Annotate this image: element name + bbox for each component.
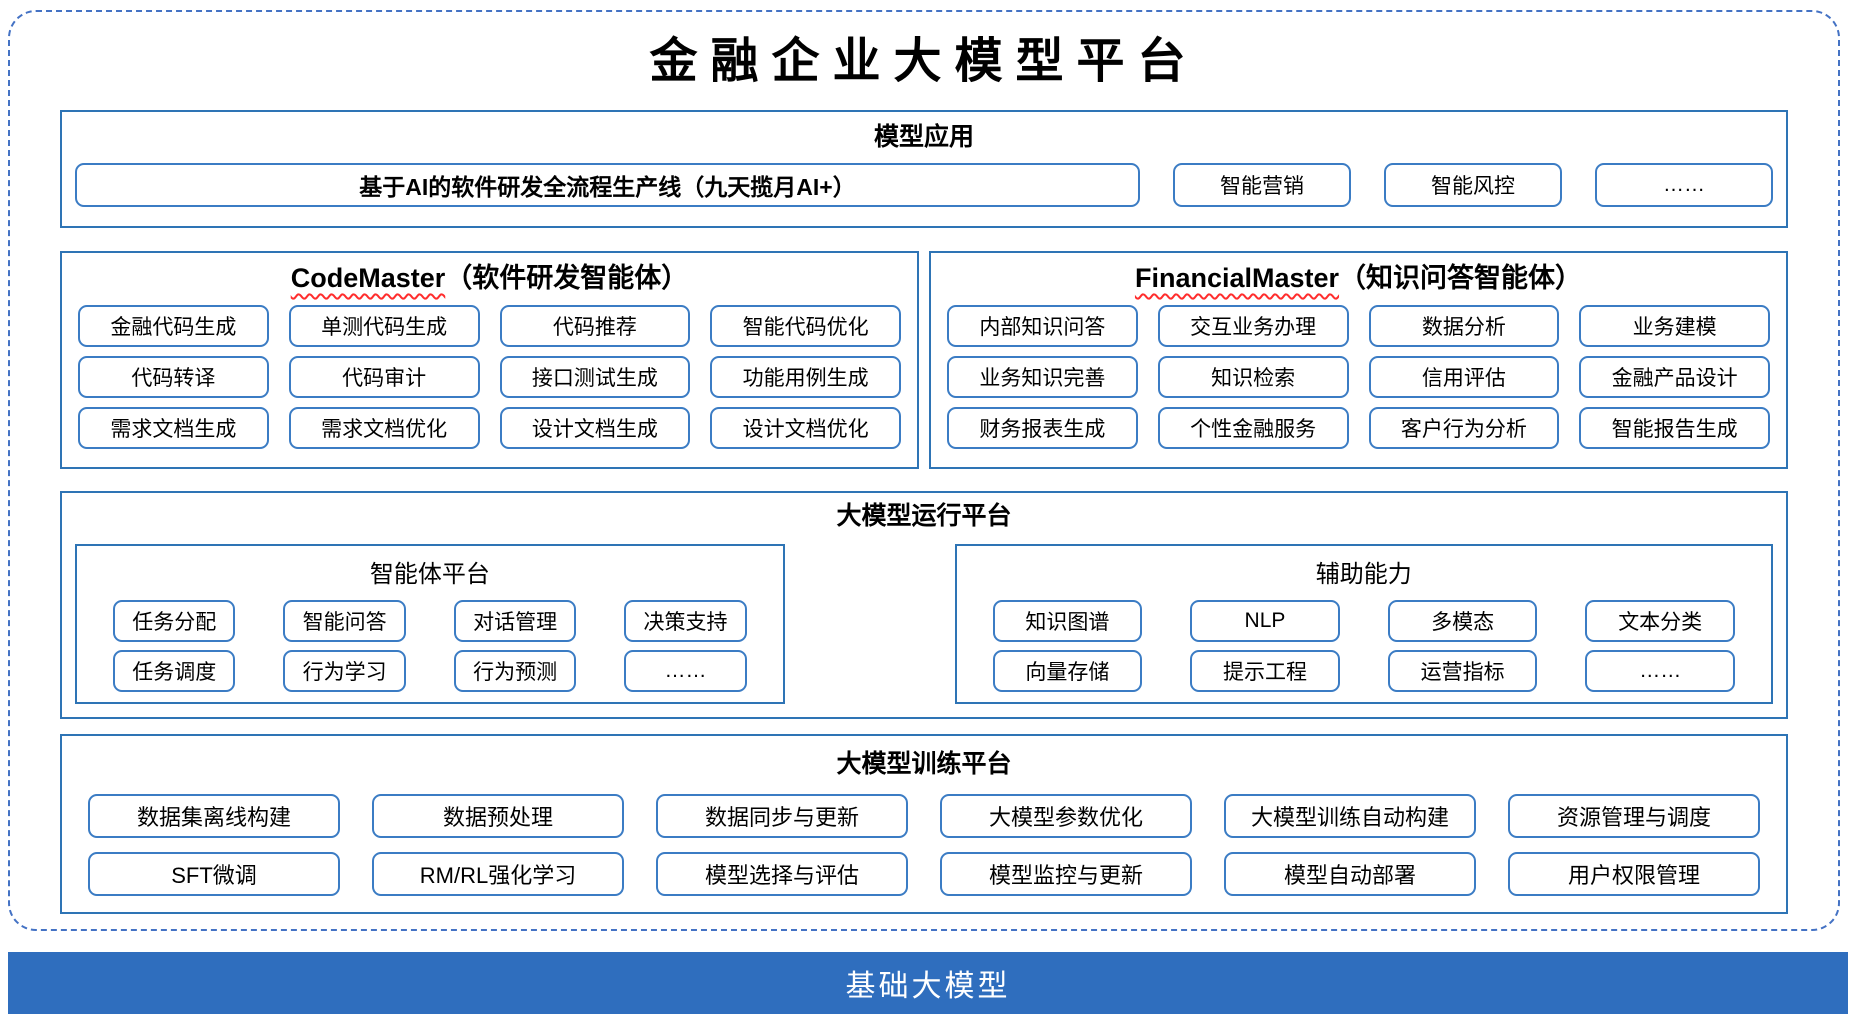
page-title: 金融企业大模型平台 xyxy=(649,35,1199,88)
node-smart-risk-control: 智能风控 xyxy=(1384,162,1562,207)
node-code-item: 设计文档生成 xyxy=(499,407,691,450)
node-training-item: 模型自动部署 xyxy=(1224,851,1476,896)
node-training-item: 数据预处理 xyxy=(372,793,624,838)
node-financial-item: 信用评估 xyxy=(1368,356,1560,399)
node-code-item: 智能代码优化 xyxy=(710,305,901,348)
node-financial-item: 金融产品设计 xyxy=(1579,356,1770,399)
node-code-item: 需求文档优化 xyxy=(288,407,480,450)
node-agent-item: …… xyxy=(624,649,747,692)
node-aux-item: NLP xyxy=(1190,599,1340,642)
node-training-item: 模型选择与评估 xyxy=(656,851,908,896)
section-header-training-platform: 大模型训练平台 xyxy=(836,750,1012,778)
node-financial-item: 内部知识问答 xyxy=(947,305,1138,348)
node-code-item: 功能用例生成 xyxy=(710,356,901,399)
section-header-runtime-platform: 大模型运行平台 xyxy=(836,502,1012,530)
node-training-item: 资源管理与调度 xyxy=(1508,793,1760,838)
node-training-item: 用户权限管理 xyxy=(1508,851,1760,896)
node-training-item: 大模型训练自动构建 xyxy=(1224,793,1476,838)
node-aux-item: 知识图谱 xyxy=(992,599,1143,642)
node-aux-item: 提示工程 xyxy=(1190,649,1340,692)
node-code-item: 需求文档生成 xyxy=(78,407,269,450)
node-financial-item: 业务建模 xyxy=(1579,305,1770,348)
node-financial-item: 交互业务办理 xyxy=(1157,305,1349,348)
node-agent-item: 智能问答 xyxy=(283,599,406,642)
section-model-applications: 模型应用 基于AI的软件研发全流程生产线（九天揽月AI+） 智能营销 智能风控 … xyxy=(60,110,1788,228)
node-training-item: SFT微调 xyxy=(88,851,340,896)
subsection-aux-capabilities: 辅助能力 知识图谱 NLP 多模态 文本分类 向量存储 提示工程 运营指标 …… xyxy=(954,543,1773,704)
node-agent-item: 行为预测 xyxy=(453,649,577,692)
node-code-item: 设计文档优化 xyxy=(710,407,901,450)
node-financial-item: 知识检索 xyxy=(1157,356,1349,399)
node-aux-item: 文本分类 xyxy=(1585,599,1735,642)
node-agent-item: 任务分配 xyxy=(113,599,236,642)
code-master-grid: 金融代码生成 单测代码生成 代码推荐 智能代码优化 代码转译 代码审计 接口测试… xyxy=(74,305,905,450)
section-header-model-applications: 模型应用 xyxy=(873,123,974,151)
section-training-platform: 大模型训练平台 数据集离线构建 数据预处理 数据同步与更新 大模型参数优化 大模… xyxy=(60,734,1788,914)
node-smart-marketing: 智能营销 xyxy=(1173,162,1351,207)
code-master-subtitle: （软件研发智能体） xyxy=(445,263,689,293)
node-training-item: 数据集离线构建 xyxy=(88,793,340,838)
node-financial-item: 财务报表生成 xyxy=(947,407,1138,450)
section-code-master: CodeMaster（软件研发智能体） 金融代码生成 单测代码生成 代码推荐 智… xyxy=(60,251,919,469)
section-financial-master: FinancialMaster（知识问答智能体） 内部知识问答 交互业务办理 数… xyxy=(929,251,1788,469)
node-financial-item: 智能报告生成 xyxy=(1579,407,1770,450)
node-financial-item: 客户行为分析 xyxy=(1368,407,1560,450)
section-header-code-master: CodeMaster（软件研发智能体） xyxy=(74,261,905,296)
node-aux-item: …… xyxy=(1585,649,1735,692)
node-agent-item: 决策支持 xyxy=(624,599,747,642)
base-model-bar: 基础大模型 xyxy=(8,952,1848,1014)
node-training-item: 大模型参数优化 xyxy=(940,793,1192,838)
node-agent-item: 任务调度 xyxy=(113,649,236,692)
runtime-sub-row: 智能体平台 任务分配 智能问答 对话管理 决策支持 任务调度 行为学习 行为预测… xyxy=(75,543,1773,704)
aux-capabilities-grid: 知识图谱 NLP 多模态 文本分类 向量存储 提示工程 运营指标 …… xyxy=(957,599,1771,692)
node-aux-item: 向量存储 xyxy=(992,649,1143,692)
node-agent-item: 行为学习 xyxy=(283,649,406,692)
node-training-item: 数据同步与更新 xyxy=(656,793,908,838)
agent-platform-grid: 任务分配 智能问答 对话管理 决策支持 任务调度 行为学习 行为预测 …… xyxy=(77,599,783,692)
node-code-item: 代码审计 xyxy=(288,356,480,399)
node-training-item: RM/RL强化学习 xyxy=(372,851,624,896)
model-app-row: 基于AI的软件研发全流程生产线（九天揽月AI+） 智能营销 智能风控 …… xyxy=(75,162,1773,207)
node-training-item: 模型监控与更新 xyxy=(940,851,1192,896)
financial-master-grid: 内部知识问答 交互业务办理 数据分析 业务建模 业务知识完善 知识检索 信用评估… xyxy=(943,305,1774,450)
subsection-header-agent-platform: 智能体平台 xyxy=(369,560,490,588)
financial-master-subtitle: （知识问答智能体） xyxy=(1339,263,1583,293)
node-financial-item: 业务知识完善 xyxy=(947,356,1138,399)
node-model-app-more: …… xyxy=(1595,162,1773,207)
node-code-item: 代码推荐 xyxy=(499,305,691,348)
node-financial-item: 个性金融服务 xyxy=(1157,407,1349,450)
node-aux-item: 多模态 xyxy=(1387,599,1538,642)
node-code-item: 单测代码生成 xyxy=(288,305,480,348)
node-code-item: 代码转译 xyxy=(78,356,269,399)
financial-master-name: FinancialMaster xyxy=(1134,263,1340,293)
subsection-agent-platform: 智能体平台 任务分配 智能问答 对话管理 决策支持 任务调度 行为学习 行为预测… xyxy=(75,543,785,704)
node-financial-item: 数据分析 xyxy=(1368,305,1560,348)
platform-dashed-frame: 金融企业大模型平台 模型应用 基于AI的软件研发全流程生产线（九天揽月AI+） … xyxy=(8,10,1840,931)
code-master-name: CodeMaster xyxy=(290,263,446,293)
node-code-item: 接口测试生成 xyxy=(499,356,691,399)
training-grid: 数据集离线构建 数据预处理 数据同步与更新 大模型参数优化 大模型训练自动构建 … xyxy=(88,793,1760,896)
node-ai-software-pipeline: 基于AI的软件研发全流程生产线（九天揽月AI+） xyxy=(75,162,1140,207)
node-agent-item: 对话管理 xyxy=(453,599,577,642)
node-code-item: 金融代码生成 xyxy=(78,305,269,348)
subsection-header-aux-capabilities: 辅助能力 xyxy=(1315,560,1412,588)
section-runtime-platform: 大模型运行平台 智能体平台 任务分配 智能问答 对话管理 决策支持 任务调度 行… xyxy=(60,491,1788,719)
node-aux-item: 运营指标 xyxy=(1387,649,1538,692)
section-header-financial-master: FinancialMaster（知识问答智能体） xyxy=(943,261,1774,296)
agents-row: CodeMaster（软件研发智能体） 金融代码生成 单测代码生成 代码推荐 智… xyxy=(60,251,1788,469)
